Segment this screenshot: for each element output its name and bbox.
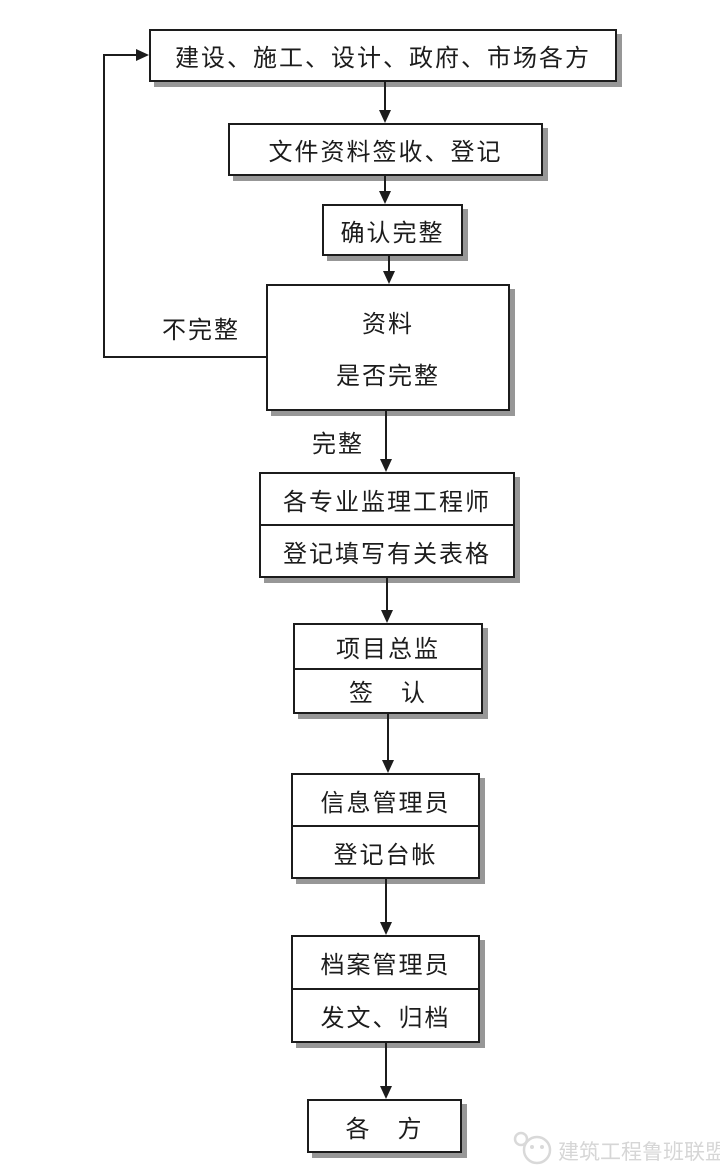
arrow-source-to-receive-line [384,82,386,110]
luban-alliance-logo-icon [512,1128,554,1173]
arrow-confirm-to-check-head [383,271,395,284]
watermark: 建筑工程鲁班联盟 [512,1128,720,1173]
arrow-director-to-info-line [387,714,389,760]
node-chief-director-line2: 签 认 [349,681,427,708]
node-receive-register-label: 文件资料签收、登记 [268,140,503,166]
label-complete: 完整 [312,432,364,458]
node-information-manager-line1: 信息管理员 [320,790,451,817]
node-confirm-complete-label: 确认完整 [340,220,445,247]
node-archive-manager: 档案管理员 发文、归档 [291,935,480,1043]
node-completeness-check-line2: 是否完整 [336,364,440,391]
node-information-manager-row2: 登记台帐 [293,825,478,877]
node-supervision-engineers: 各专业监理工程师 登记填写有关表格 [259,472,515,578]
node-supervision-engineers-row1: 各专业监理工程师 [261,474,513,524]
arrow-confirm-to-check-line [388,256,390,271]
feedback-arrow-head [136,49,149,61]
node-archive-manager-line2: 发文、归档 [320,1006,451,1032]
node-all-parties-label: 各 方 [345,1116,424,1143]
watermark-text: 建筑工程鲁班联盟 [558,1139,720,1164]
node-completeness-check-line1: 资料 [362,311,414,338]
node-parties-source-label: 建设、施工、设计、政府、市场各方 [175,46,591,72]
arrow-info-to-archive-line [385,879,387,922]
node-archive-manager-line1: 档案管理员 [320,953,451,979]
arrow-archive-to-parties-head [380,1086,392,1099]
arrow-check-to-engineers-line [385,411,387,459]
arrow-source-to-receive-head [379,110,391,123]
arrow-director-to-info-head [382,760,394,773]
node-supervision-engineers-row2: 登记填写有关表格 [261,524,513,576]
arrow-archive-to-parties-line [385,1043,387,1086]
node-archive-manager-row2: 发文、归档 [293,988,478,1041]
node-information-manager-line2: 登记台帐 [333,842,438,869]
node-chief-director-row2: 签 认 [295,667,481,713]
arrow-check-to-engineers-head [380,459,392,472]
node-supervision-engineers-line1: 各专业监理工程师 [283,489,491,516]
node-information-manager-row1: 信息管理员 [293,775,478,825]
feedback-line-top [103,54,137,56]
node-all-parties: 各 方 [307,1099,462,1153]
node-information-manager: 信息管理员 登记台帐 [291,773,480,879]
feedback-line-vertical [103,54,105,358]
arrow-receive-to-confirm-head [379,191,391,204]
arrow-engineers-to-director-head [381,610,393,623]
node-supervision-engineers-line2: 登记填写有关表格 [283,541,491,568]
arrow-receive-to-confirm-line [384,176,386,191]
arrow-info-to-archive-head [380,922,392,935]
feedback-line-bottom [103,356,266,358]
node-archive-manager-row1: 档案管理员 [293,937,478,988]
label-incomplete: 不完整 [162,318,240,344]
node-parties-source: 建设、施工、设计、政府、市场各方 [149,29,617,82]
node-completeness-check: 资料 是否完整 [266,284,510,411]
node-receive-register: 文件资料签收、登记 [228,123,543,176]
node-chief-director-row1: 项目总监 [295,625,481,668]
arrow-engineers-to-director-line [386,578,388,610]
node-chief-director: 项目总监 签 认 [293,623,483,714]
node-confirm-complete: 确认完整 [322,204,463,256]
node-chief-director-line1: 项目总监 [336,636,440,663]
